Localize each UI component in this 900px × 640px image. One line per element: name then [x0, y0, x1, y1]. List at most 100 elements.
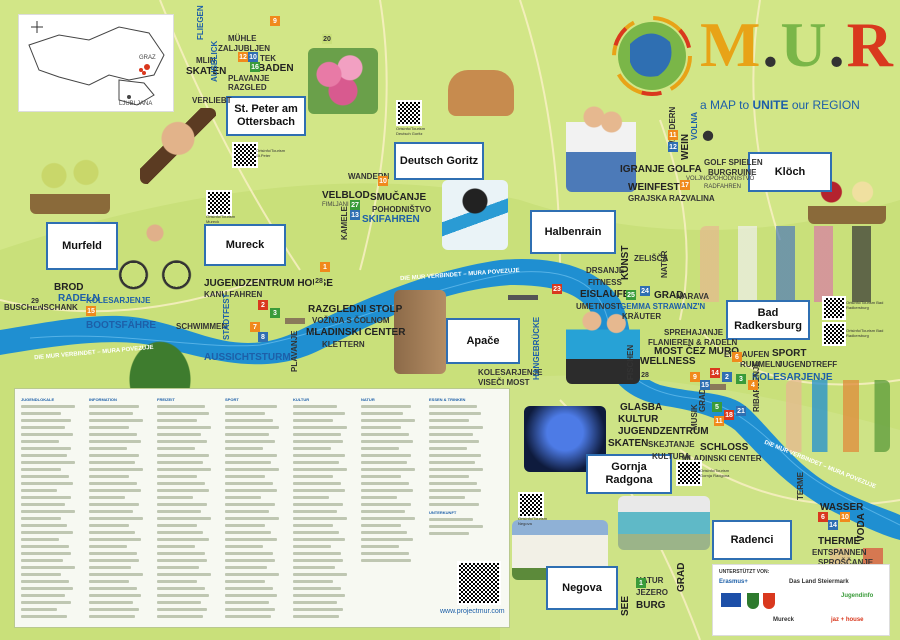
- town-bad-radkersburg[interactable]: Bad Radkersburg: [726, 300, 810, 340]
- poi-badge[interactable]: 27: [350, 200, 360, 210]
- poi-badge[interactable]: 1: [636, 578, 646, 588]
- town-gornja-radgona[interactable]: Gornja Radgona: [586, 454, 672, 494]
- qr-code-st-peter[interactable]: [232, 142, 258, 168]
- poi-badge[interactable]: 4: [748, 380, 758, 390]
- poi-badge[interactable]: 5: [712, 402, 722, 412]
- logo-dot-2: .: [828, 9, 847, 80]
- label-fischen: FISCHEN: [626, 344, 635, 380]
- legend-col-1: JUGENDLOKALE: [21, 397, 81, 622]
- town-radenci[interactable]: Radenci: [712, 520, 792, 560]
- poi-badge[interactable]: 3: [270, 308, 280, 318]
- coat-of-arms-icon: [747, 593, 759, 609]
- label-grad-2: GRAD: [698, 388, 707, 412]
- qr-code-deutsch-goritz[interactable]: [396, 100, 422, 126]
- poi-badge[interactable]: 18: [724, 410, 734, 420]
- label-voljnopohodnistvo: VOLJNOPOHODNIŠTVO: [686, 176, 755, 182]
- poi-badge[interactable]: 15: [86, 306, 96, 316]
- label-smucanje: SMUČANJE: [370, 192, 427, 203]
- qr-code-bad-radkersburg-1[interactable]: [822, 296, 846, 320]
- inset-city-graz: GRAZ: [139, 55, 156, 61]
- poi-badge[interactable]: 28: [640, 370, 650, 380]
- qr-code-gornja-radgona[interactable]: [676, 460, 702, 486]
- town-negova[interactable]: Negova: [546, 566, 618, 610]
- poi-badge[interactable]: 17: [680, 180, 690, 190]
- label-grad-3: GRAD: [676, 562, 687, 592]
- snowboarder-photo: [442, 180, 508, 250]
- subtitle-post: our REGION: [788, 98, 860, 112]
- coat-of-arms-icon: [763, 593, 775, 609]
- poi-badge[interactable]: 12: [668, 142, 678, 152]
- eu-flag-icon: [721, 593, 741, 607]
- logo-letter-m: M: [700, 9, 763, 80]
- poi-badge[interactable]: 7: [250, 322, 260, 332]
- legend-col-6: NATUR: [361, 397, 421, 566]
- label-schwimmen: SCHWIMMEN: [176, 322, 228, 331]
- town-mureck[interactable]: Mureck: [204, 224, 286, 266]
- label-fliegen: FLIEGEN: [196, 5, 205, 40]
- poi-badge[interactable]: 28: [314, 276, 324, 286]
- subtitle-pre: a MAP to: [700, 98, 753, 112]
- poi-badge[interactable]: 20: [322, 34, 332, 44]
- town-kloech[interactable]: Klöch: [748, 152, 832, 192]
- poi-badge[interactable]: 14: [828, 520, 838, 530]
- poi-badge[interactable]: 2: [722, 372, 732, 382]
- label-kanu-fahren: KANU FAHREN: [204, 290, 263, 299]
- label-muehle: MÜHLE: [228, 34, 257, 43]
- label-sproscanje: SPROŠČANJE: [818, 558, 874, 567]
- logo-letter-u: U: [780, 9, 829, 80]
- sponsors-head: UNTERSTÜTZT VON:: [719, 569, 770, 575]
- poi-badge[interactable]: 6: [818, 512, 828, 522]
- poi-badge[interactable]: 14: [710, 368, 720, 378]
- qr-code-bad-radkersburg-2[interactable]: [822, 322, 846, 346]
- label-kolesarjenje-1: KOLESARJENJE: [86, 296, 151, 305]
- town-deutsch-goritz[interactable]: Deutsch Goritz: [394, 142, 484, 180]
- website-link[interactable]: www.projectmur.com: [440, 608, 505, 615]
- poi-badge[interactable]: 16: [250, 62, 260, 72]
- qr-code-mureck[interactable]: [206, 190, 232, 216]
- poi-badge[interactable]: 25: [626, 290, 636, 300]
- poi-badge[interactable]: 13: [350, 210, 360, 220]
- poi-badge[interactable]: 12: [238, 52, 248, 62]
- label-gemma-strawanzn: GEMMA STRAWANZ'N: [620, 302, 706, 311]
- sponsor-jugendinfo: Jugendinfo: [841, 593, 874, 599]
- label-therme: THERME: [818, 536, 861, 547]
- legend-col-4: SPORT: [225, 397, 285, 622]
- poi-badge[interactable]: 11: [714, 416, 724, 426]
- subtitle: a MAP to UNITE our REGION: [700, 98, 860, 112]
- poi-badge[interactable]: 11: [668, 130, 678, 140]
- qr-caption-gornja-radgona: Ortsinfo/Tourism Gornja Radgona: [700, 468, 730, 478]
- town-apace[interactable]: Apače: [446, 318, 520, 364]
- poi-badge[interactable]: 10: [248, 52, 258, 62]
- poi-badge[interactable]: 24: [640, 286, 650, 296]
- poi-badge[interactable]: 23: [552, 284, 562, 294]
- label-kolesarjenje-2: KOLESARJENJE: [478, 368, 543, 377]
- town-st-peter[interactable]: St. Peter am Ottersbach: [226, 96, 306, 136]
- poi-badge[interactable]: 1: [320, 262, 330, 272]
- poi-badge[interactable]: 2: [258, 300, 268, 310]
- qr-code-negova[interactable]: [518, 492, 544, 518]
- poi-badge[interactable]: 21: [736, 406, 746, 416]
- town-halbenrain[interactable]: Halbenrain: [530, 210, 616, 254]
- town-murfeld[interactable]: Murfeld: [46, 222, 118, 270]
- label-pohodnistvo: POHODNIŠTVO: [372, 205, 432, 214]
- poi-badge[interactable]: 15: [700, 380, 710, 390]
- friends-group-photo: [700, 226, 890, 302]
- poi-badge[interactable]: 10: [840, 512, 850, 522]
- poi-badge[interactable]: 3: [736, 374, 746, 384]
- label-burgruine: BURGRUINE: [708, 168, 757, 177]
- qr-code-project[interactable]: [457, 561, 501, 605]
- label-kraeuter: KRÄUTER: [622, 312, 662, 321]
- label-fitness: FITNESS: [588, 278, 622, 287]
- label-natur-1: NATUR: [660, 250, 669, 278]
- poi-badge[interactable]: 9: [690, 372, 700, 382]
- poi-badge[interactable]: 8: [258, 332, 268, 342]
- poi-badge[interactable]: 9: [270, 16, 280, 26]
- qr-caption-negova: Ortsinfo/Tourism Negova: [518, 516, 548, 526]
- label-verliebt: VERLIEBT: [192, 96, 232, 105]
- poi-badge[interactable]: 10: [378, 176, 388, 186]
- label-wandern: WANDERN: [348, 172, 390, 181]
- poi-badge[interactable]: 6: [732, 352, 742, 362]
- label-volna: VOLNA: [690, 112, 699, 140]
- poi-badge[interactable]: 29: [30, 296, 40, 306]
